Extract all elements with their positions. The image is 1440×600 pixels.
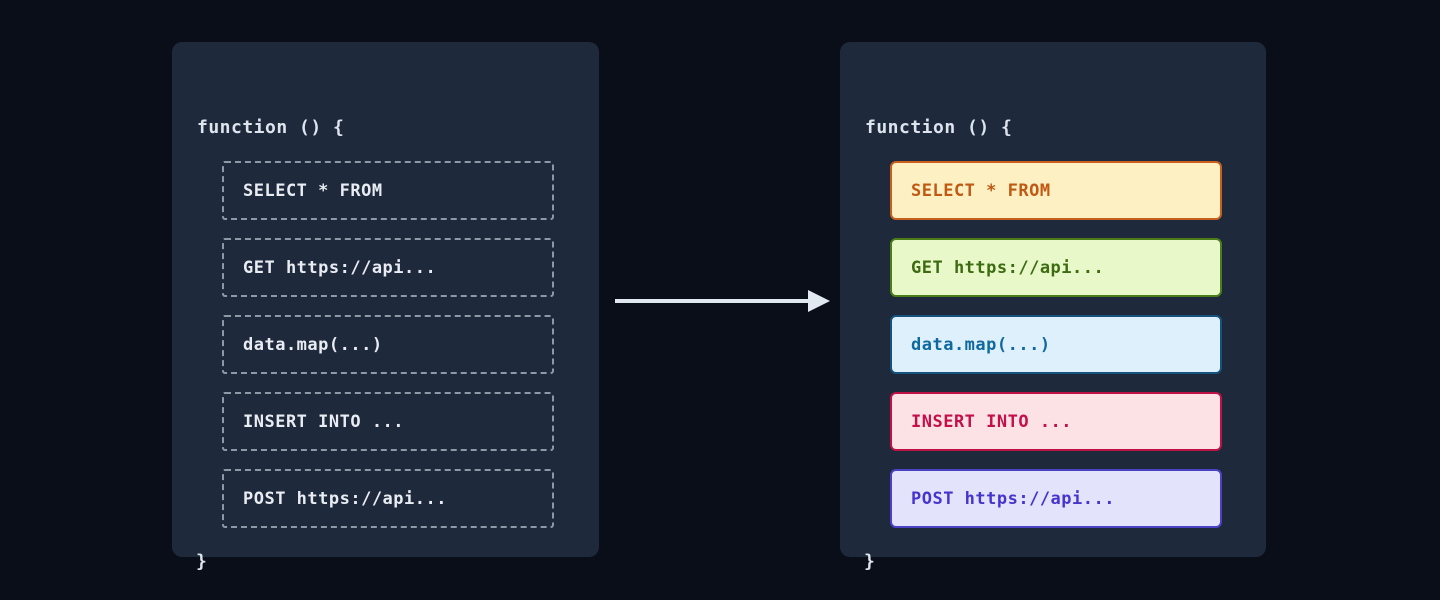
code-block-map-before: data.map(...) bbox=[222, 315, 554, 374]
after-code-blocks: SELECT * FROM GET https://api... data.ma… bbox=[890, 161, 1222, 546]
code-block-select-before: SELECT * FROM bbox=[222, 161, 554, 220]
code-block-get-before: GET https://api... bbox=[222, 238, 554, 297]
code-block-get-after: GET https://api... bbox=[890, 238, 1222, 297]
function-signature: function () { bbox=[197, 117, 345, 138]
before-code-blocks: SELECT * FROM GET https://api... data.ma… bbox=[222, 161, 554, 546]
code-block-insert-after: INSERT INTO ... bbox=[890, 392, 1222, 451]
function-closing-brace: } bbox=[196, 551, 207, 572]
transform-arrow-icon bbox=[612, 286, 832, 316]
after-function-panel: function () { SELECT * FROM GET https://… bbox=[840, 42, 1266, 572]
code-block-select-after: SELECT * FROM bbox=[890, 161, 1222, 220]
function-closing-brace: } bbox=[864, 551, 875, 572]
before-function-panel: function () { SELECT * FROM GET https://… bbox=[172, 42, 599, 572]
code-block-insert-before: INSERT INTO ... bbox=[222, 392, 554, 451]
function-signature: function () { bbox=[865, 117, 1013, 138]
arrow-head bbox=[808, 290, 830, 312]
code-block-map-after: data.map(...) bbox=[890, 315, 1222, 374]
code-block-post-before: POST https://api... bbox=[222, 469, 554, 528]
code-block-post-after: POST https://api... bbox=[890, 469, 1222, 528]
